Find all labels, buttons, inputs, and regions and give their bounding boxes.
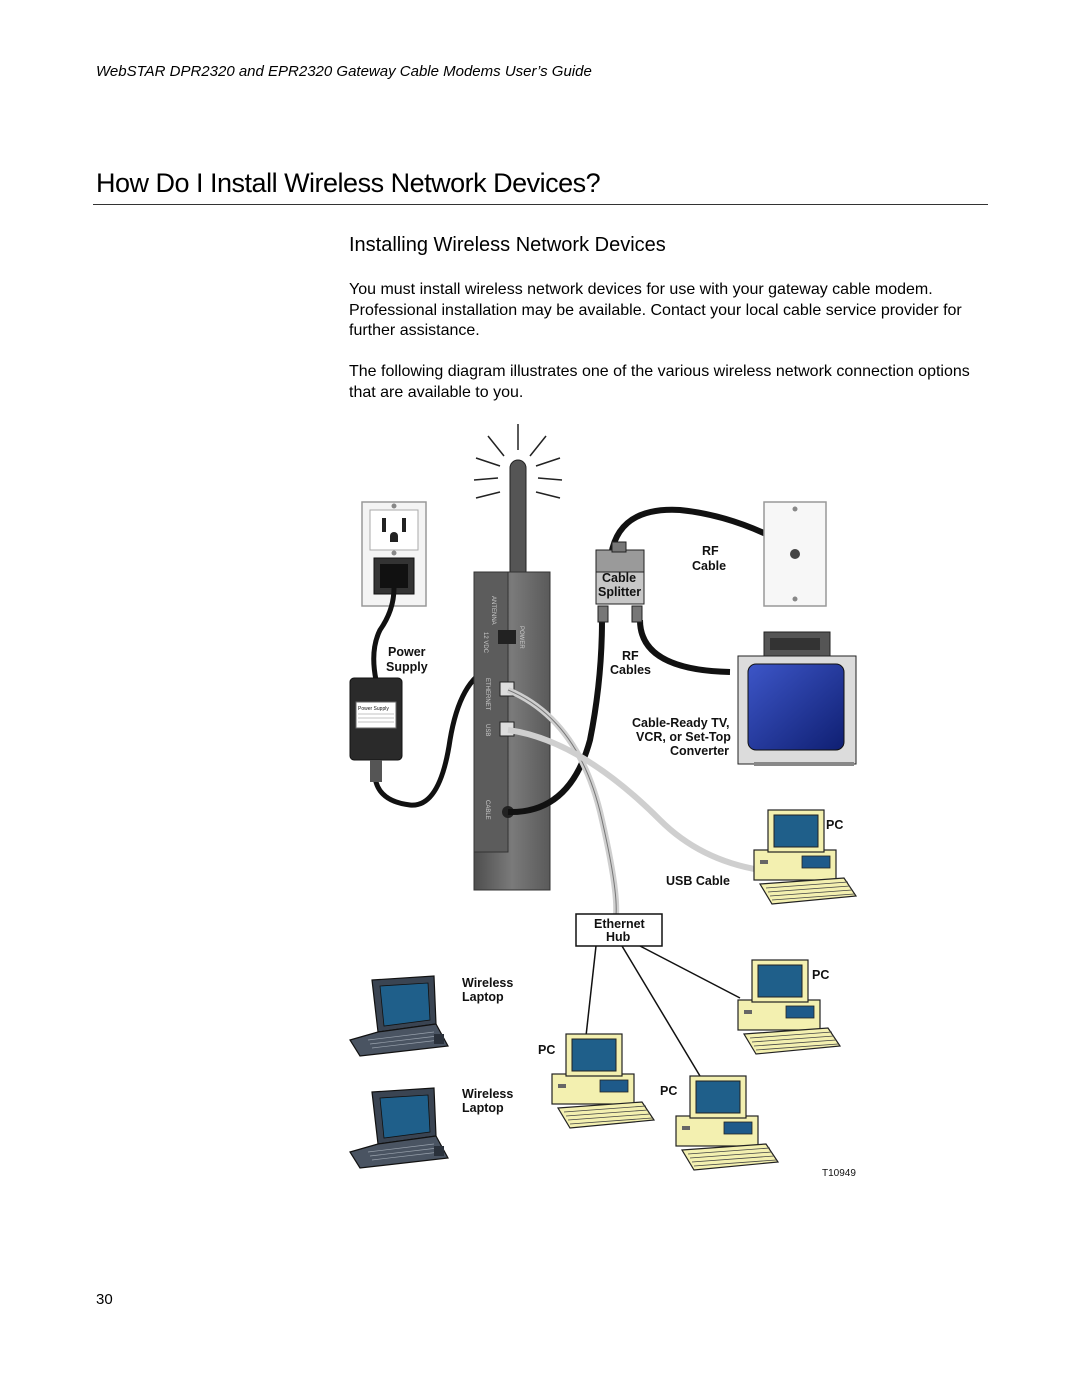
- label-tv-3: Converter: [670, 744, 729, 758]
- figure-id: T10949: [822, 1168, 856, 1179]
- label-laptop1-2: Laptop: [462, 990, 504, 1004]
- title-rule: [93, 204, 988, 205]
- label-rf-cable-1: RF: [702, 544, 719, 558]
- pc-hub-left: [551, 1033, 655, 1129]
- label-splitter-2: Splitter: [598, 585, 641, 599]
- port-ethernet-label: ETHERNET: [484, 678, 490, 711]
- label-splitter-1: Cable: [602, 571, 636, 585]
- label-pc-hub-right: PC: [812, 968, 829, 982]
- signal-rays: [473, 424, 563, 499]
- ethernet-hub: [575, 913, 663, 947]
- power-supply: Power Supply: [349, 677, 403, 782]
- page-number: 30: [96, 1291, 113, 1308]
- pc-hub-center: [675, 1075, 779, 1171]
- label-usb-cable: USB Cable: [666, 874, 730, 888]
- wireless-network-diagram: Power Supply Power Supply ANTENNA POWER …: [349, 424, 857, 1179]
- port-cable-label: CABLE: [484, 800, 490, 820]
- cable-modem: ANTENNA POWER 12 VDC ETHERNET USB CABLE: [473, 459, 551, 891]
- port-dc-label: 12 VDC: [482, 632, 488, 654]
- page-title: How Do I Install Wireless Network Device…: [96, 168, 601, 198]
- label-pc-hub-left: PC: [538, 1043, 555, 1057]
- label-pc-hub-center: PC: [660, 1084, 677, 1098]
- wall-outlet: [361, 501, 427, 607]
- label-tv-1: Cable-Ready TV,: [632, 716, 730, 730]
- wireless-laptop-1: [349, 975, 449, 1057]
- label-rf-cables-1: RF: [622, 649, 639, 663]
- label-laptop2-1: Wireless: [462, 1087, 513, 1101]
- running-header: WebSTAR DPR2320 and EPR2320 Gateway Cabl…: [96, 63, 592, 80]
- section-heading: Installing Wireless Network Devices: [349, 234, 666, 256]
- label-power-supply-2: Supply: [386, 660, 428, 674]
- wall-rf-jack: [763, 501, 827, 607]
- label-laptop1-1: Wireless: [462, 976, 513, 990]
- label-rf-cable-2: Cable: [692, 559, 726, 573]
- label-pc-usb: PC: [826, 818, 843, 832]
- label-tv-2: VCR, or Set-Top: [636, 730, 731, 744]
- label-hub-1: Ethernet: [594, 917, 646, 931]
- cable-ready-tv: [737, 631, 857, 766]
- diagram-intro-paragraph: The following diagram illustrates one of…: [349, 363, 970, 401]
- label-hub-2: Hub: [606, 930, 631, 944]
- wireless-laptop-2: [349, 1087, 449, 1169]
- port-usb-label: USB: [484, 724, 490, 736]
- port-antenna-label: ANTENNA: [490, 596, 496, 625]
- power-supply-sticker: Power Supply: [358, 706, 389, 712]
- label-power-supply-1: Power: [388, 645, 426, 659]
- label-rf-cables-2: Cables: [610, 663, 651, 677]
- port-power-label: POWER: [518, 626, 524, 649]
- intro-paragraph: You must install wireless network device…: [349, 281, 962, 339]
- cable-splitter: [595, 541, 645, 623]
- label-laptop2-2: Laptop: [462, 1101, 504, 1115]
